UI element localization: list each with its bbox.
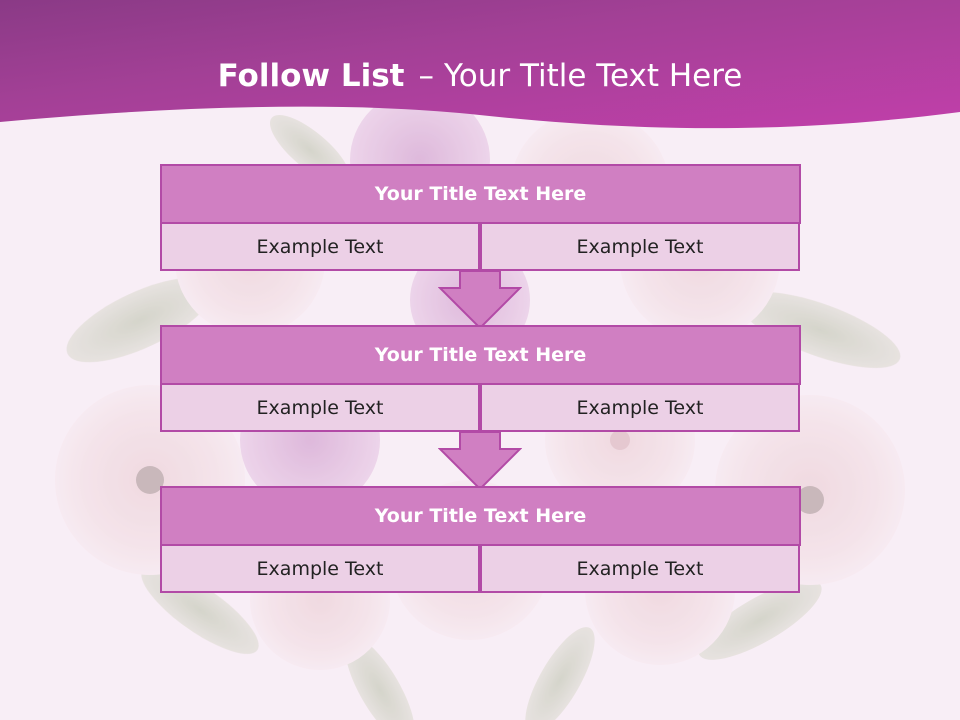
block-title: Your Title Text Here [160, 486, 801, 546]
block-title: Your Title Text Here [160, 164, 801, 224]
title-rest: Your Title Text Here [443, 58, 743, 94]
block-cell-right: Example Text [480, 222, 800, 271]
down-arrow-icon [438, 270, 522, 330]
title-dash: – [418, 58, 434, 94]
block-cell-right: Example Text [480, 383, 800, 432]
block-cell-left: Example Text [160, 544, 480, 593]
slide-title: Follow List–Your Title Text Here [0, 55, 960, 97]
block-cell-left: Example Text [160, 383, 480, 432]
title-bold: Follow List [217, 58, 405, 94]
block-title: Your Title Text Here [160, 325, 801, 385]
list-block-2: Your Title Text Here Example Text Exampl… [160, 325, 801, 432]
header-band [0, 0, 960, 129]
down-arrow-icon [438, 431, 522, 491]
block-cell-left: Example Text [160, 222, 480, 271]
block-cell-right: Example Text [480, 544, 800, 593]
list-block-3: Your Title Text Here Example Text Exampl… [160, 486, 801, 593]
list-block-1: Your Title Text Here Example Text Exampl… [160, 164, 801, 271]
